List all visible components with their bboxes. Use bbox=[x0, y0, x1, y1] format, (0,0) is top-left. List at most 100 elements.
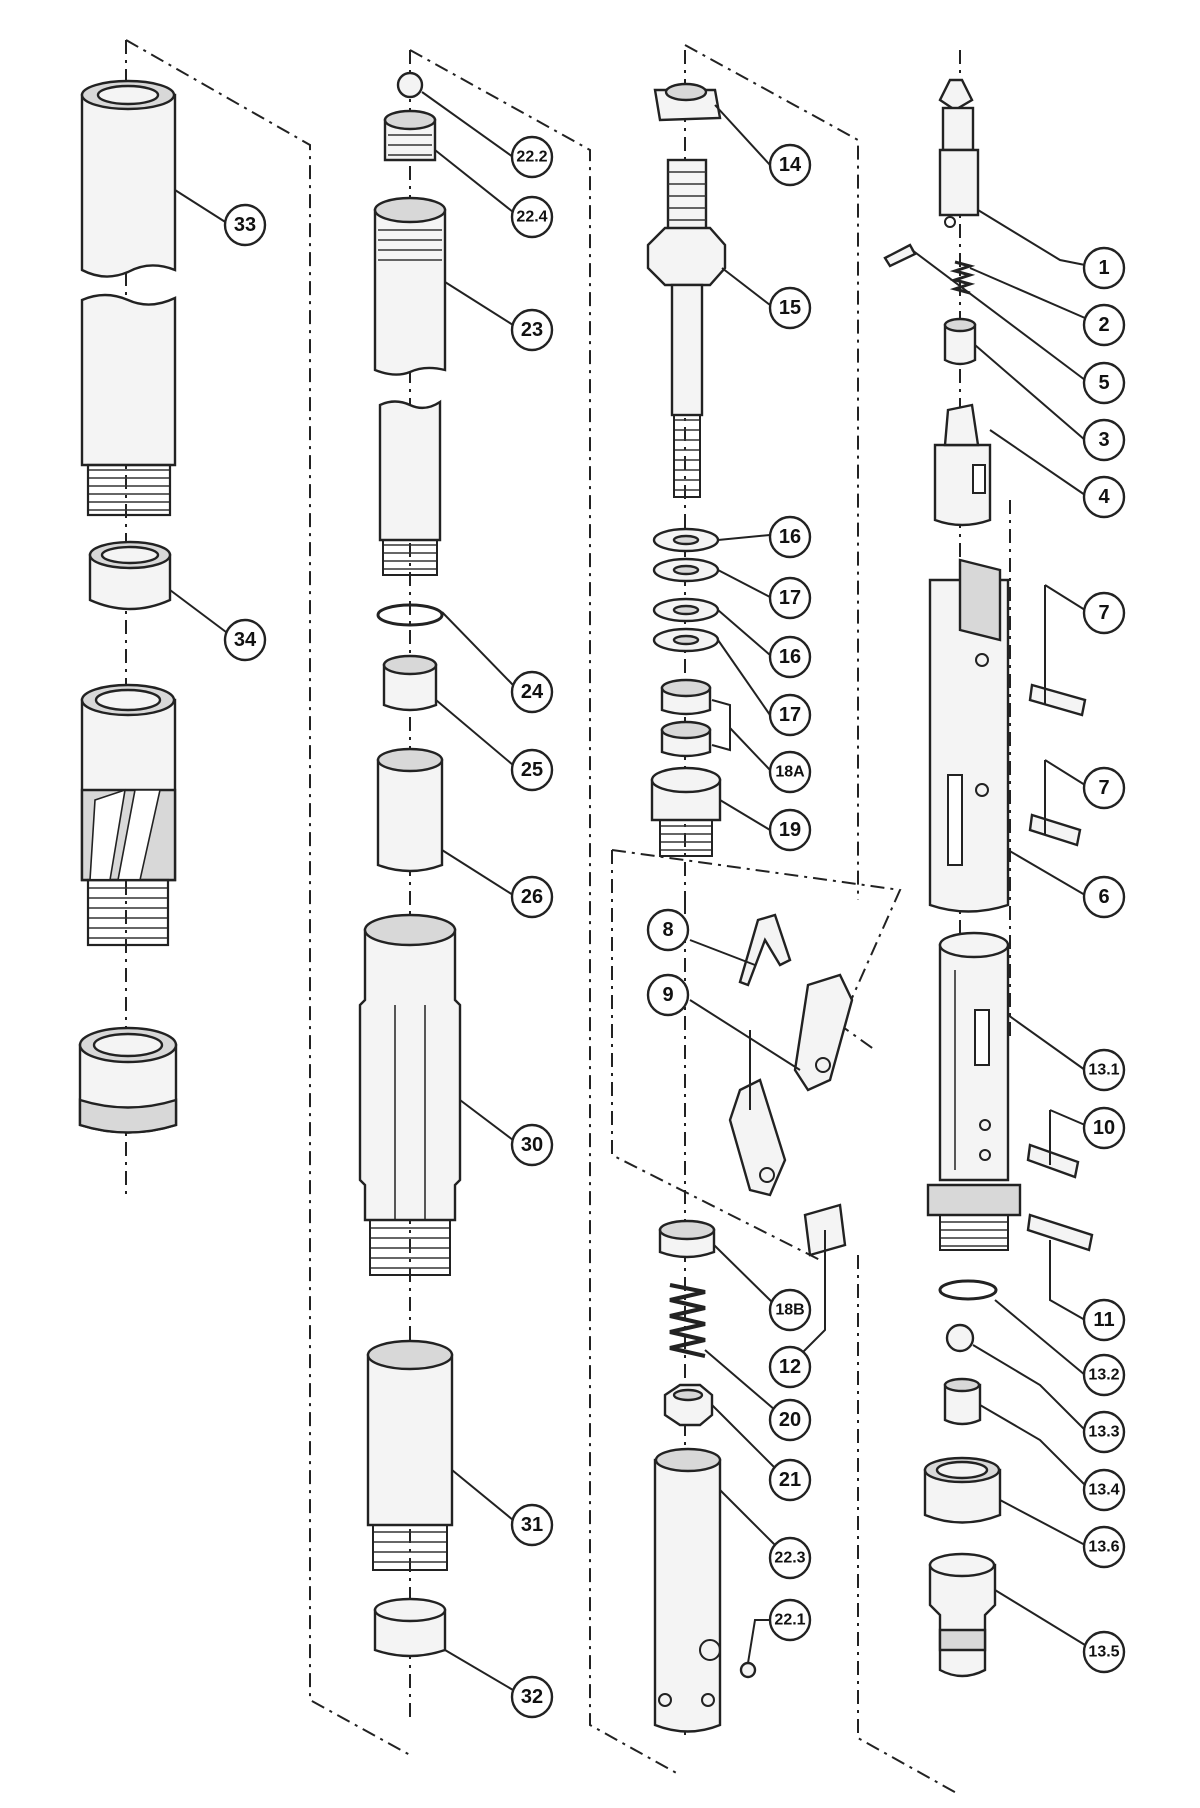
part-13-2-ring bbox=[938, 1279, 998, 1301]
callout-22-4: 22.4 bbox=[510, 195, 554, 239]
callout-label: 14 bbox=[779, 154, 802, 176]
callout-21: 21 bbox=[768, 1458, 812, 1502]
part-21-nut bbox=[663, 1383, 714, 1427]
callout-label: 11 bbox=[1093, 1309, 1114, 1331]
callout-26: 26 bbox=[510, 875, 554, 919]
callout-label: 13.5 bbox=[1088, 1644, 1119, 1661]
assembly-axes bbox=[125, 39, 1011, 1796]
callout-label: 13.2 bbox=[1088, 1367, 1119, 1384]
callout-label: 19 bbox=[779, 819, 801, 841]
callout-13-1: 13.1 bbox=[1082, 1048, 1126, 1092]
callout-15: 15 bbox=[768, 286, 812, 330]
part-24-snap-ring bbox=[376, 603, 444, 627]
callout-label: 6 bbox=[1098, 886, 1109, 908]
callout-33: 33 bbox=[223, 203, 267, 247]
part-23-inner-tube bbox=[373, 196, 447, 576]
callout-12: 12 bbox=[768, 1345, 812, 1389]
callout-34: 34 bbox=[223, 618, 267, 662]
callout-17-b: 17 bbox=[768, 693, 812, 737]
callout-16-a: 16 bbox=[768, 515, 812, 559]
callout-label: 9 bbox=[662, 984, 673, 1006]
part-core-bit bbox=[78, 1026, 178, 1134]
part-16-17-washers bbox=[652, 527, 720, 653]
callout-label: 16 bbox=[779, 526, 801, 548]
callout-18b: 18B bbox=[768, 1288, 812, 1332]
callout-label: 12 bbox=[779, 1356, 801, 1378]
callout-label: 25 bbox=[521, 759, 543, 781]
part-22-4-plug bbox=[383, 109, 437, 162]
callout-25: 25 bbox=[510, 748, 554, 792]
part-30-stabilizer bbox=[358, 913, 462, 1276]
part-15-spindle bbox=[646, 158, 727, 498]
callout-label: 18A bbox=[775, 764, 805, 781]
part-22-3-spindle-tube bbox=[653, 1447, 722, 1733]
callout-11: 11 bbox=[1082, 1298, 1126, 1342]
part-3-plug bbox=[943, 317, 977, 366]
callout-label: 22.2 bbox=[516, 149, 547, 166]
callout-label: 13.6 bbox=[1088, 1539, 1119, 1556]
callout-label: 22.3 bbox=[774, 1550, 805, 1567]
callout-label: 17 bbox=[779, 704, 801, 726]
callout-label: 10 bbox=[1093, 1117, 1115, 1139]
callout-label: 15 bbox=[779, 297, 801, 319]
callout-label: 17 bbox=[779, 587, 801, 609]
callout-label: 23 bbox=[521, 319, 543, 341]
callout-8: 8 bbox=[646, 908, 690, 952]
callout-label: 20 bbox=[779, 1409, 801, 1431]
part-1-spearhead bbox=[938, 78, 980, 228]
callout-13-5: 13.5 bbox=[1082, 1630, 1126, 1674]
part-13-4-sleeve bbox=[943, 1377, 982, 1426]
callout-label: 8 bbox=[662, 919, 673, 941]
callout-9: 9 bbox=[646, 973, 690, 1017]
callout-24: 24 bbox=[510, 670, 554, 714]
callout-13-3: 13.3 bbox=[1082, 1410, 1126, 1454]
callout-7-b: 7 bbox=[1082, 766, 1126, 810]
callout-2: 2 bbox=[1082, 303, 1126, 347]
callout-4: 4 bbox=[1082, 475, 1126, 519]
part-32-ring bbox=[373, 1597, 447, 1658]
callout-20: 20 bbox=[768, 1398, 812, 1442]
callout-31: 31 bbox=[510, 1503, 554, 1547]
callout-23: 23 bbox=[510, 308, 554, 352]
part-7-pins bbox=[1028, 683, 1087, 847]
part-13-1-latch-retracting-case bbox=[926, 931, 1022, 1251]
part-10-11-pins bbox=[1026, 1143, 1094, 1252]
callout-label: 16 bbox=[779, 646, 801, 668]
callout-label: 3 bbox=[1098, 429, 1109, 451]
callout-17-a: 17 bbox=[768, 576, 812, 620]
part-14-nut bbox=[653, 82, 722, 122]
part-8-9-latches bbox=[728, 913, 854, 1197]
part-18b-bearing bbox=[658, 1219, 716, 1259]
callout-16-b: 16 bbox=[768, 635, 812, 679]
part-25-lifter bbox=[382, 654, 438, 712]
part-33-outer-tube bbox=[80, 79, 177, 517]
callout-label: 26 bbox=[521, 886, 543, 908]
part-13-6-ring bbox=[923, 1456, 1002, 1524]
callout-13-2: 13.2 bbox=[1082, 1353, 1126, 1397]
callout-13-4: 13.4 bbox=[1082, 1468, 1126, 1512]
callout-label: 21 bbox=[779, 1469, 801, 1491]
callout-label: 32 bbox=[521, 1686, 543, 1708]
callout-label: 4 bbox=[1098, 486, 1110, 508]
callout-30: 30 bbox=[510, 1123, 554, 1167]
part-19-bushing bbox=[650, 766, 722, 857]
callout-22-3: 22.3 bbox=[768, 1536, 812, 1580]
part-6-body bbox=[928, 558, 1010, 913]
callout-label: 33 bbox=[234, 214, 256, 236]
callout-label: 13.4 bbox=[1088, 1482, 1119, 1499]
callout-label: 5 bbox=[1098, 372, 1109, 394]
callout-label: 18B bbox=[775, 1302, 804, 1319]
part-22-2-ball bbox=[396, 71, 424, 99]
callout-10: 10 bbox=[1082, 1106, 1126, 1150]
callout-label: 31 bbox=[521, 1514, 543, 1536]
part-31-adapter bbox=[366, 1339, 454, 1571]
callout-label: 22.4 bbox=[516, 209, 547, 226]
part-2-spring bbox=[949, 260, 976, 295]
callout-label: 1 bbox=[1098, 257, 1109, 279]
callout-14: 14 bbox=[768, 143, 812, 187]
part-26-lifter-case bbox=[376, 747, 444, 873]
callout-22-2: 22.2 bbox=[510, 135, 554, 179]
callout-5: 5 bbox=[1082, 361, 1126, 405]
callout-6: 6 bbox=[1082, 875, 1126, 919]
